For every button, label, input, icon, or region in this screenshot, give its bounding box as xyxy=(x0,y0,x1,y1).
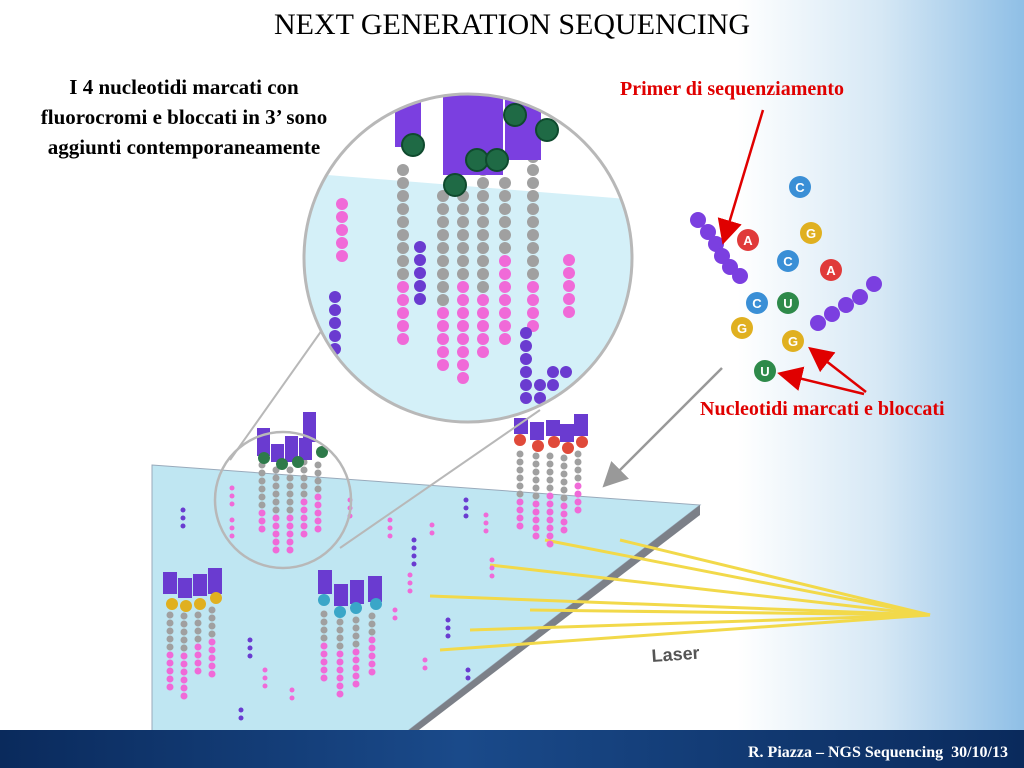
nucleotide-g-1: G xyxy=(800,222,822,244)
nucleotide-g-3: G xyxy=(782,330,804,352)
zoom-large-circle xyxy=(302,92,634,424)
nucleotide-u-2: U xyxy=(754,360,776,382)
svg-text:G: G xyxy=(788,334,798,349)
svg-text:A: A xyxy=(743,233,753,248)
cluster-center xyxy=(318,570,382,698)
zoom-small-circle xyxy=(213,430,353,570)
cluster-circled xyxy=(229,412,328,554)
sequencing-diagram: Laser xyxy=(151,92,931,730)
svg-text:C: C xyxy=(783,254,793,269)
nucleotides-label: Nucleotidi marcati e bloccati xyxy=(700,398,945,420)
nucleotide-arrow-1 xyxy=(808,346,867,393)
laser-beams xyxy=(429,538,931,652)
primer-arrow xyxy=(717,109,765,245)
svg-text:G: G xyxy=(806,226,816,241)
zoom-connector-lines xyxy=(229,329,541,549)
footer-bar: R. Piazza – NGS Sequencing 30/10/13 xyxy=(0,730,1024,768)
svg-text:C: C xyxy=(752,296,762,311)
svg-text:U: U xyxy=(783,296,792,311)
nucleotide-u-1: U xyxy=(777,292,799,314)
cluster-left xyxy=(163,568,222,700)
nucleotide-arrow-2 xyxy=(777,366,865,396)
svg-text:A: A xyxy=(826,263,836,278)
slide-template-fragments xyxy=(180,485,495,721)
binding-arrow xyxy=(602,367,723,488)
nucleotide-c-1: C xyxy=(789,176,811,198)
nucleotide-a-1: A xyxy=(737,229,759,251)
description-text: I 4 nucleotidi marcati con fluorocromi e… xyxy=(40,75,328,159)
nucleotide-c-2: C xyxy=(777,250,799,272)
nucleotide-g-2: G xyxy=(731,317,753,339)
primer-strand-2 xyxy=(810,276,882,331)
primer-strand xyxy=(690,212,748,284)
svg-text:U: U xyxy=(760,364,769,379)
footer-text: R. Piazza – NGS Sequencing 30/10/13 xyxy=(747,744,1008,761)
svg-text:G: G xyxy=(737,321,747,336)
cluster-right xyxy=(514,414,588,548)
nucleotide-a-2: A xyxy=(820,259,842,281)
svg-text:C: C xyxy=(795,180,805,195)
primer-label: Primer di sequenziamento xyxy=(620,78,845,100)
slide-title: NEXT GENERATION SEQUENCING xyxy=(273,8,751,41)
laser-label: Laser xyxy=(651,643,700,666)
nucleotide-c-3: C xyxy=(746,292,768,314)
